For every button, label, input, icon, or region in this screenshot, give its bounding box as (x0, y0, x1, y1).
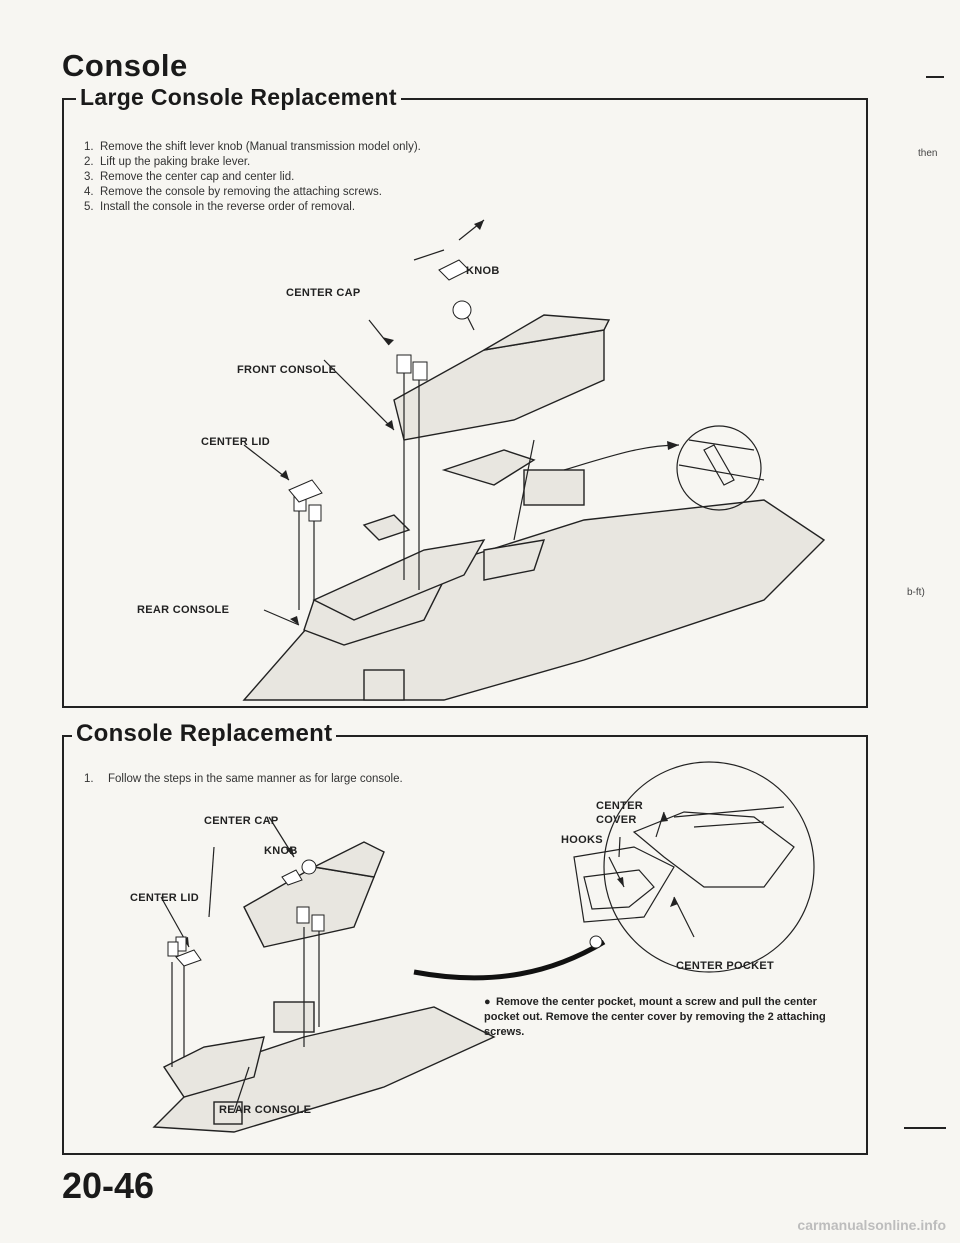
center-pocket-note: ●Remove the center pocket, mount a screw… (484, 996, 826, 1038)
console-section: Console Replacement 1.Follow the steps i… (62, 720, 868, 1155)
margin-text-bft: b-ft) (907, 587, 925, 598)
callout-rear-console: REAR CONSOLE (219, 1104, 312, 1116)
callout-center-cap: CENTER CAP (286, 287, 361, 299)
step-item: 1.Remove the shift lever knob (Manual tr… (84, 141, 421, 153)
bullet-icon: ● (484, 996, 491, 1008)
callout-hooks: HOOKS (561, 834, 603, 846)
step-item: 3.Remove the center cap and center lid. (84, 171, 295, 183)
step-item: 1.Follow the steps in the same manner as… (84, 773, 403, 785)
margin-text-then: then (918, 148, 938, 159)
page-title: Console (62, 48, 188, 83)
console-diagram (152, 761, 815, 1133)
callout-knob: KNOB (264, 845, 298, 857)
page-number: 20-46 (62, 1165, 155, 1206)
large-console-diagram (242, 219, 826, 701)
watermark: carmanualsonline.info (797, 1217, 946, 1233)
callout-center-pocket: CENTER POCKET (676, 960, 775, 972)
callout-front-console: FRONT CONSOLE (237, 364, 337, 376)
callout-center-cap: CENTER CAP (204, 815, 279, 827)
large-console-section: Large Console Replacement 1.Remove the s… (62, 84, 868, 708)
callout-knob: KNOB (466, 265, 500, 277)
callout-center-lid: CENTER LID (130, 892, 199, 904)
step-list: 1.Remove the shift lever knob (Manual tr… (84, 140, 421, 215)
step-item: 4.Remove the console by removing the att… (84, 186, 382, 198)
step-item: 2.Lift up the paking brake lever. (84, 156, 251, 168)
section-title: Large Console Replacement (76, 84, 401, 111)
margin-dash (904, 1127, 946, 1129)
margin-dash (926, 76, 944, 78)
section-title: Console Replacement (72, 720, 337, 748)
callout-center-cover: CENTER COVER (596, 800, 644, 826)
step-list: 1.Follow the steps in the same manner as… (84, 772, 403, 787)
callout-rear-console: REAR CONSOLE (137, 604, 230, 616)
callout-center-lid: CENTER LID (201, 436, 270, 448)
step-item: 5.Install the console in the reverse ord… (84, 201, 356, 213)
